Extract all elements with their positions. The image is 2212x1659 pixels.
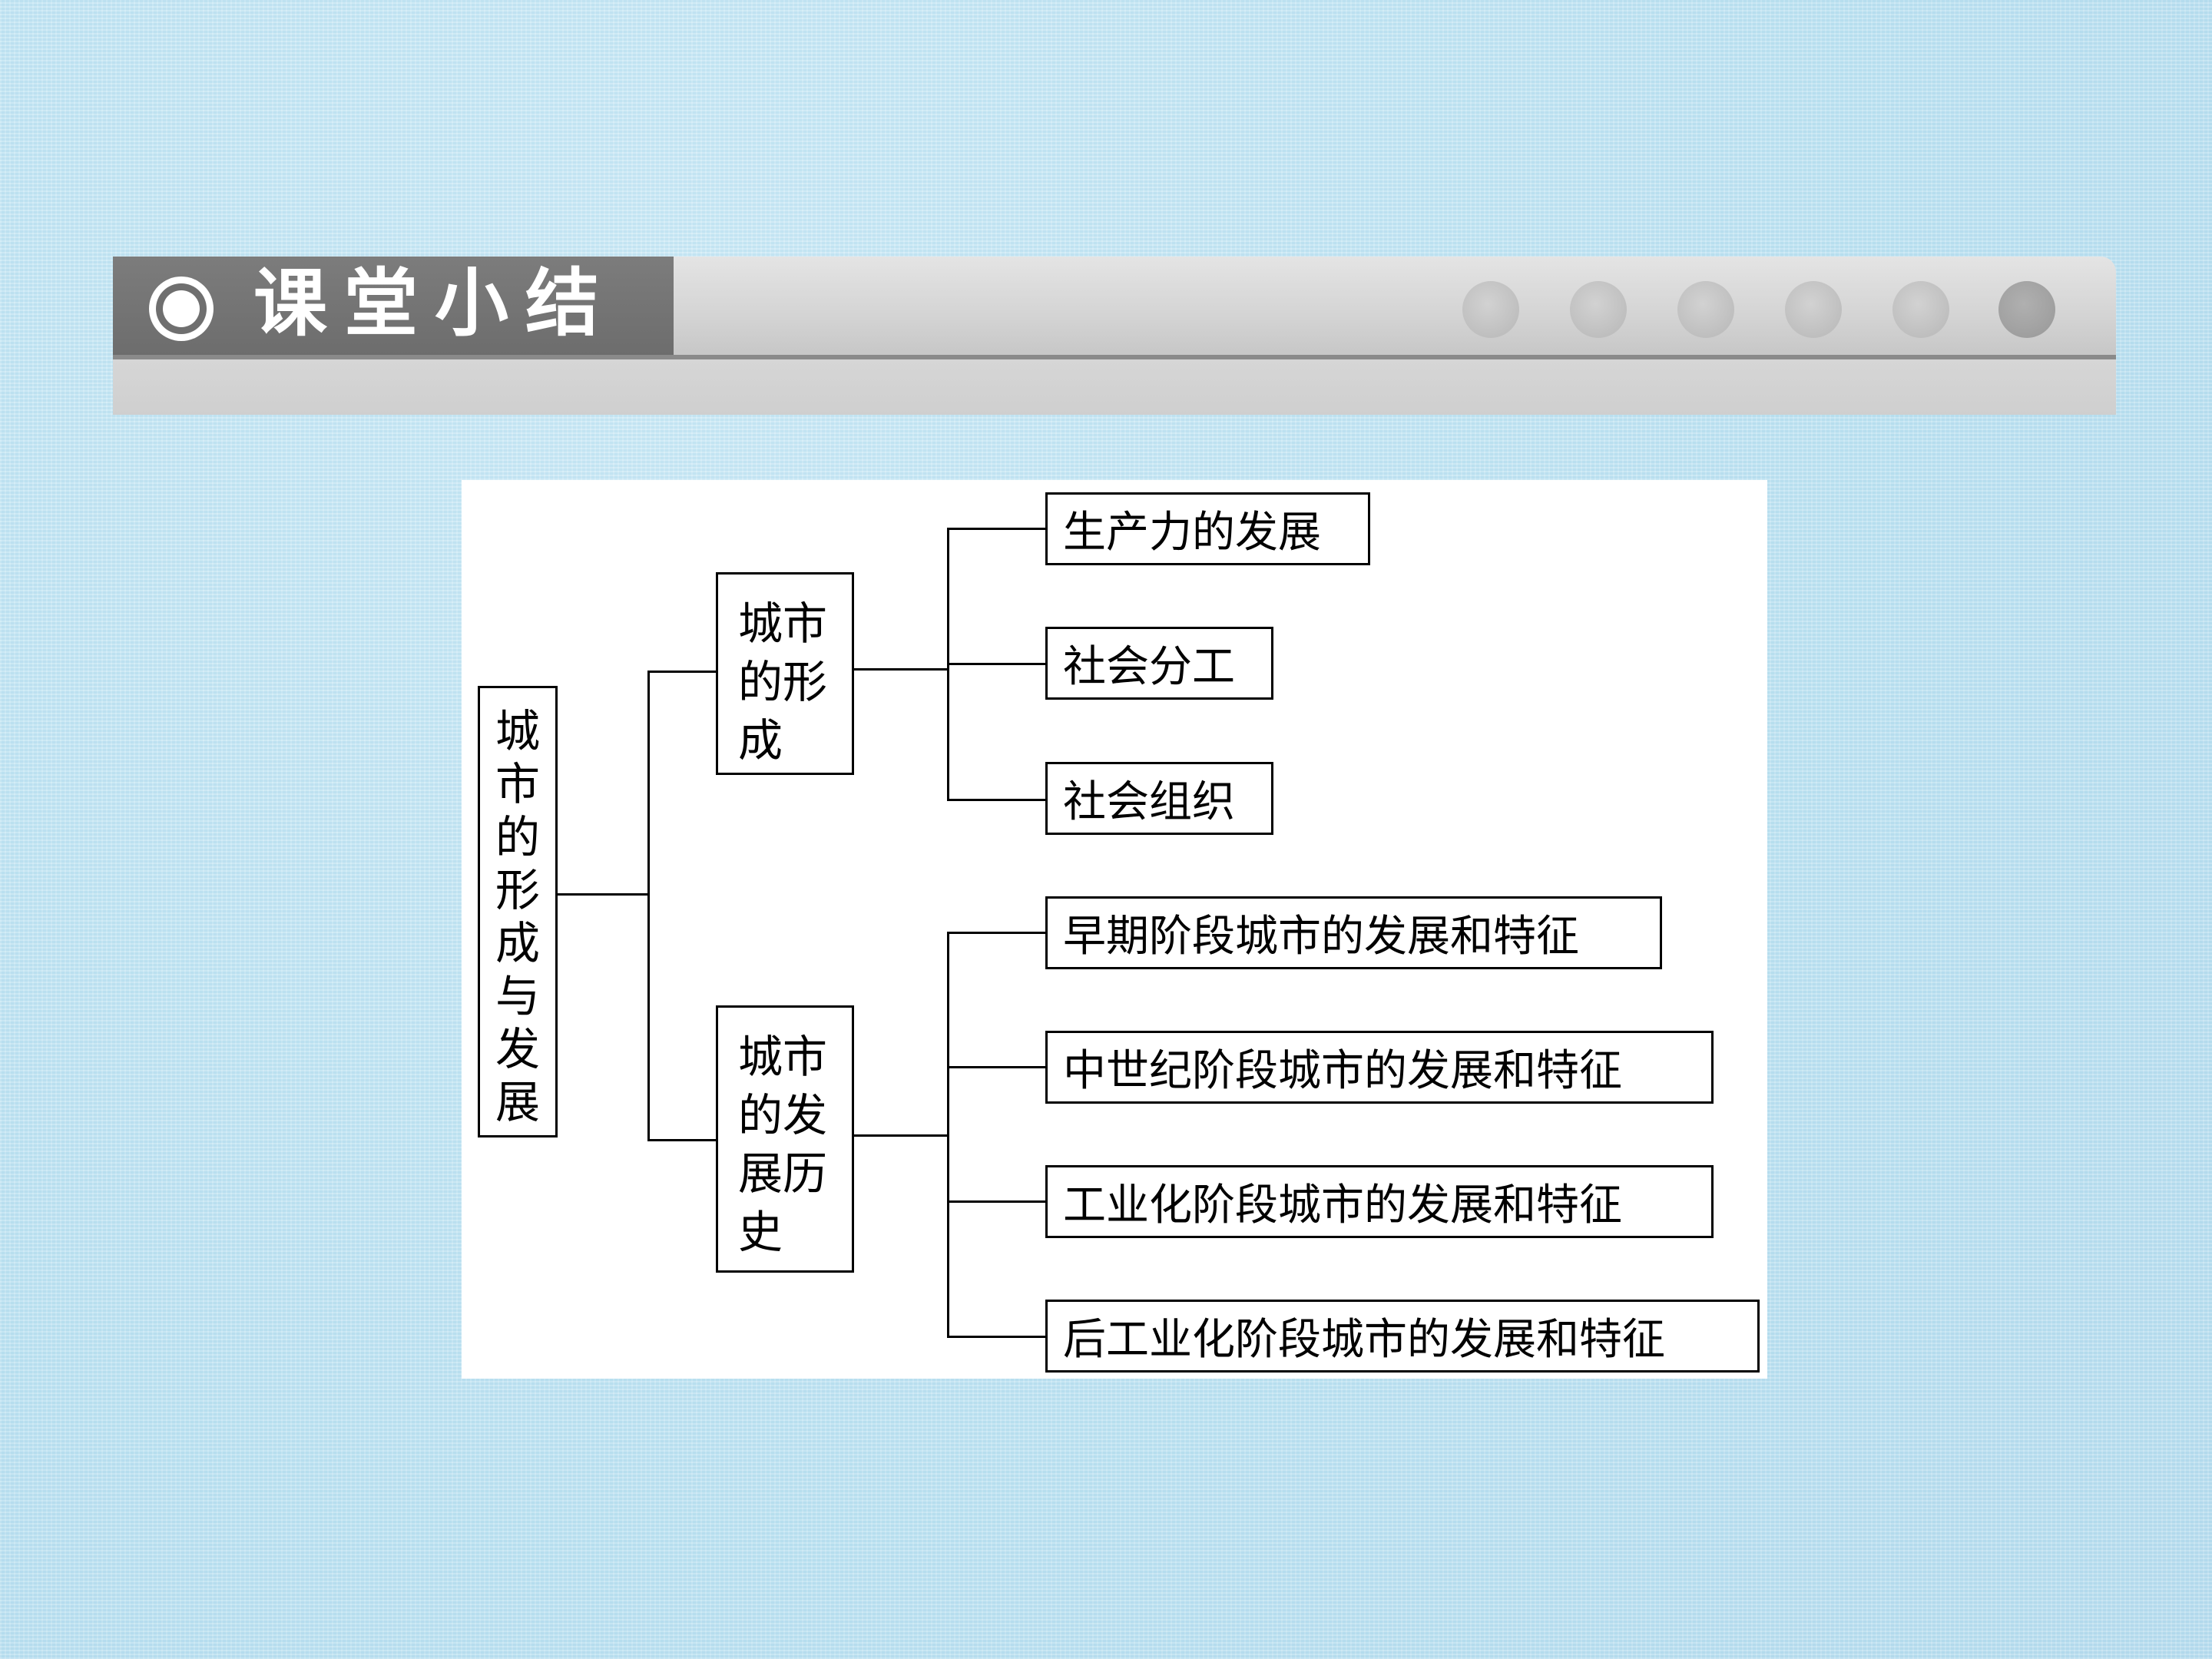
connector-line	[647, 671, 716, 673]
header-divider	[113, 355, 2116, 359]
branch-node-label: 城市的发展历史	[738, 1031, 828, 1258]
connector-line	[947, 528, 1045, 530]
connector-line	[854, 668, 949, 671]
connector-line	[947, 1200, 1045, 1203]
decorative-dot	[1892, 281, 1949, 338]
leaf-node-label: 社会组织	[1063, 777, 1235, 827]
leaf-node-label: 社会分工	[1063, 642, 1235, 692]
connector-line	[947, 932, 949, 1338]
connector-line	[947, 1066, 1045, 1068]
connector-line	[647, 1139, 716, 1141]
leaf-node: 社会组织	[1045, 762, 1273, 835]
connector-line	[947, 799, 1045, 801]
target-icon	[149, 276, 214, 341]
leaf-node: 后工业化阶段城市的发展和特征	[1045, 1300, 1760, 1373]
branch-node-formation: 城市的形成	[716, 572, 854, 775]
leaf-node: 社会分工	[1045, 627, 1273, 700]
decorative-dot	[1570, 281, 1627, 338]
decorative-dot	[1998, 281, 2055, 338]
root-node-label: 城市的形成与发展	[495, 705, 540, 1128]
leaf-node: 中世纪阶段城市的发展和特征	[1045, 1031, 1714, 1104]
connector-line	[647, 671, 650, 1141]
connector-line	[947, 663, 1045, 665]
branch-node-label: 城市的形成	[738, 598, 828, 767]
connector-line	[854, 1134, 949, 1137]
leaf-node-label: 生产力的发展	[1063, 508, 1321, 558]
header-banner-extension	[674, 257, 2116, 355]
connector-line	[947, 932, 1045, 934]
header-underbar	[113, 359, 2116, 415]
decorative-dot	[1462, 281, 1519, 338]
leaf-node-label: 工业化阶段城市的发展和特征	[1063, 1181, 1622, 1230]
leaf-node: 工业化阶段城市的发展和特征	[1045, 1165, 1714, 1238]
leaf-node-label: 中世纪阶段城市的发展和特征	[1063, 1046, 1622, 1096]
leaf-node-label: 早期阶段城市的发展和特征	[1063, 912, 1579, 962]
root-node: 城市的形成与发展	[478, 686, 558, 1137]
connector-line	[947, 1336, 1045, 1338]
leaf-node: 早期阶段城市的发展和特征	[1045, 896, 1662, 969]
leaf-node: 生产力的发展	[1045, 492, 1370, 565]
connector-line	[558, 893, 648, 896]
branch-node-history: 城市的发展历史	[716, 1005, 854, 1273]
decorative-dot	[1785, 281, 1842, 338]
decorative-dot	[1677, 281, 1734, 338]
leaf-node-label: 后工业化阶段城市的发展和特征	[1063, 1315, 1665, 1365]
page-title: 课堂小结	[253, 260, 616, 346]
